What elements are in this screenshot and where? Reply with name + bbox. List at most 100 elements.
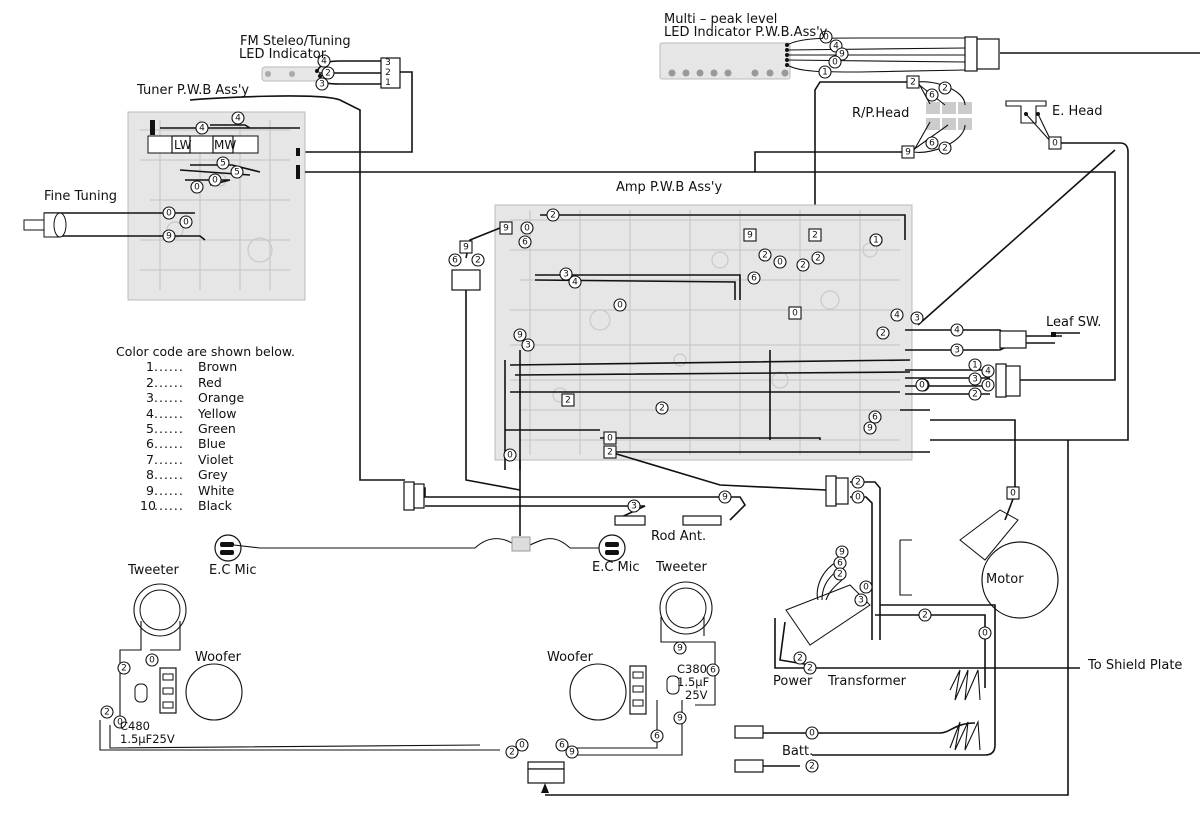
- wire-color-code: 0: [194, 183, 200, 193]
- legend-title: Color code are shown below.: [116, 344, 295, 359]
- wire-color-tag: 9: [673, 711, 687, 725]
- multipeak-label-2: LED Indicator P.W.B.Ass'y: [664, 25, 828, 40]
- lw-label: LW: [174, 138, 192, 152]
- wire-color-tag: 3: [854, 593, 868, 607]
- c380-value-label: 1.5μF: [677, 675, 710, 689]
- wire-color-tag: 9: [673, 641, 687, 655]
- wire-color-code: 5: [220, 159, 226, 169]
- wire-color-code: 2: [550, 211, 556, 221]
- ec-mic-right: [598, 534, 626, 562]
- wire-color-code: 6: [929, 91, 935, 101]
- wire-color-tag: 5: [216, 156, 230, 170]
- legend-leader-dots: ......: [154, 451, 184, 467]
- wire-color-code: 1: [822, 68, 828, 78]
- woofer-right-label: Woofer: [547, 650, 593, 665]
- wire-color-tag: 9: [863, 421, 877, 435]
- wire-color-tag: 2: [938, 141, 952, 155]
- fm-connector-pin: 2: [385, 68, 391, 78]
- power-transformer: [774, 539, 1080, 756]
- tweeter-right-label: Tweeter: [656, 560, 707, 575]
- wire-color-tag: 9: [901, 145, 915, 159]
- wire-color-code: 9: [839, 548, 845, 558]
- wire-color-tag: 2: [655, 401, 669, 415]
- wire-color-tag: 0: [828, 55, 842, 69]
- motor: [959, 486, 1059, 619]
- wire-color-tag: 2: [906, 75, 920, 89]
- legend-leader-dots: ......: [154, 359, 184, 375]
- wire-color-code: 6: [751, 274, 757, 284]
- batt-label: Batt.: [782, 744, 814, 759]
- wire-color-tag: 0: [613, 298, 627, 312]
- multipeak-connector: [964, 36, 1000, 72]
- wire-color-tag: 6: [747, 271, 761, 285]
- legend-code: 3: [146, 390, 154, 406]
- wire-color-code: 0: [777, 258, 783, 268]
- wire-color-tag: 2: [876, 326, 890, 340]
- wire-color-code: 0: [809, 729, 815, 739]
- wire-color-code: 4: [572, 278, 578, 288]
- wire-color-tag: 2: [833, 567, 847, 581]
- wire-color-code: 0: [863, 583, 869, 593]
- battery-contacts: [734, 669, 981, 773]
- color-code-legend: Color code are shown below. 1......Brown…: [116, 344, 295, 513]
- legend-color: Black: [198, 498, 232, 514]
- wire-color-code: 0: [982, 629, 988, 639]
- wire-color-code: 0: [1010, 489, 1016, 499]
- wire-color-code: 4: [894, 311, 900, 321]
- legend-code: 1: [146, 359, 154, 375]
- fm-connector: 3 2 1: [380, 57, 401, 89]
- wire-color-code: 0: [183, 218, 189, 228]
- legend-leader-dots: ......: [154, 421, 184, 437]
- wire-color-code: 9: [166, 232, 172, 242]
- wire-color-code: 2: [565, 396, 571, 406]
- wire-color-code: 2: [807, 664, 813, 674]
- wire-color-tag: 4: [231, 111, 245, 125]
- multipeak-wires: [786, 37, 1200, 73]
- wire-color-tag: 2: [471, 253, 485, 267]
- legend-entry: 10......Black: [140, 498, 295, 513]
- wire-color-code: 2: [910, 78, 916, 88]
- wire-color-code: 2: [837, 570, 843, 580]
- wire-color-code: 9: [569, 748, 575, 758]
- wire-color-tag: 6: [925, 136, 939, 150]
- wire-color-tag: 0: [503, 448, 517, 462]
- wire-color-tag: 0: [162, 206, 176, 220]
- wire-color-tag: 3: [315, 77, 329, 91]
- wire-color-code: 5: [234, 168, 240, 178]
- wire-color-code: 0: [855, 493, 861, 503]
- wire-color-tag: 2: [918, 608, 932, 622]
- wire-color-code: 6: [559, 741, 565, 751]
- legend-leader-dots: ......: [154, 482, 184, 498]
- fine-tuning-knob: [23, 212, 67, 238]
- fm-led-indicator-label: LED Indicator: [239, 47, 327, 62]
- wire-color-tag: 2: [321, 66, 335, 80]
- wire-color-code: 0: [166, 209, 172, 219]
- c480-value-label: 1.5μF25V: [120, 732, 175, 746]
- wire-color-code: 4: [985, 367, 991, 377]
- wire-color-code: 2: [942, 144, 948, 154]
- legend-code: 2: [146, 374, 154, 390]
- leaf-sw-label: Leaf SW.: [1046, 315, 1102, 330]
- wire-color-code: 2: [972, 390, 978, 400]
- wire-color-code: 4: [321, 57, 327, 67]
- legend-color: Green: [198, 421, 236, 437]
- wire-color-code: 3: [858, 596, 864, 606]
- wire-color-tag: 6: [868, 410, 882, 424]
- wire-color-code: 3: [525, 341, 531, 351]
- wire-color-tag: 2: [803, 661, 817, 675]
- wire-color-code: 4: [235, 114, 241, 124]
- wire-color-tag: 0: [773, 255, 787, 269]
- legend-entry: 2......Red: [140, 375, 295, 390]
- legend-leader-dots: ......: [154, 467, 184, 483]
- wire-color-tag: 0: [819, 30, 833, 44]
- ec-mic-right-label: E.C Mic: [592, 560, 640, 575]
- wire-color-code: 9: [677, 714, 683, 724]
- legend-entry: 5......Green: [140, 421, 295, 436]
- tweeter-left-label: Tweeter: [128, 563, 179, 578]
- wire-color-tag: 0: [788, 306, 802, 320]
- wire-color-tag: 0: [190, 180, 204, 194]
- legend-color: Yellow: [198, 405, 237, 421]
- wire-color-code: 9: [517, 331, 523, 341]
- wire-color-tag: 2: [117, 661, 131, 675]
- wire-color-tag: 0: [805, 726, 819, 740]
